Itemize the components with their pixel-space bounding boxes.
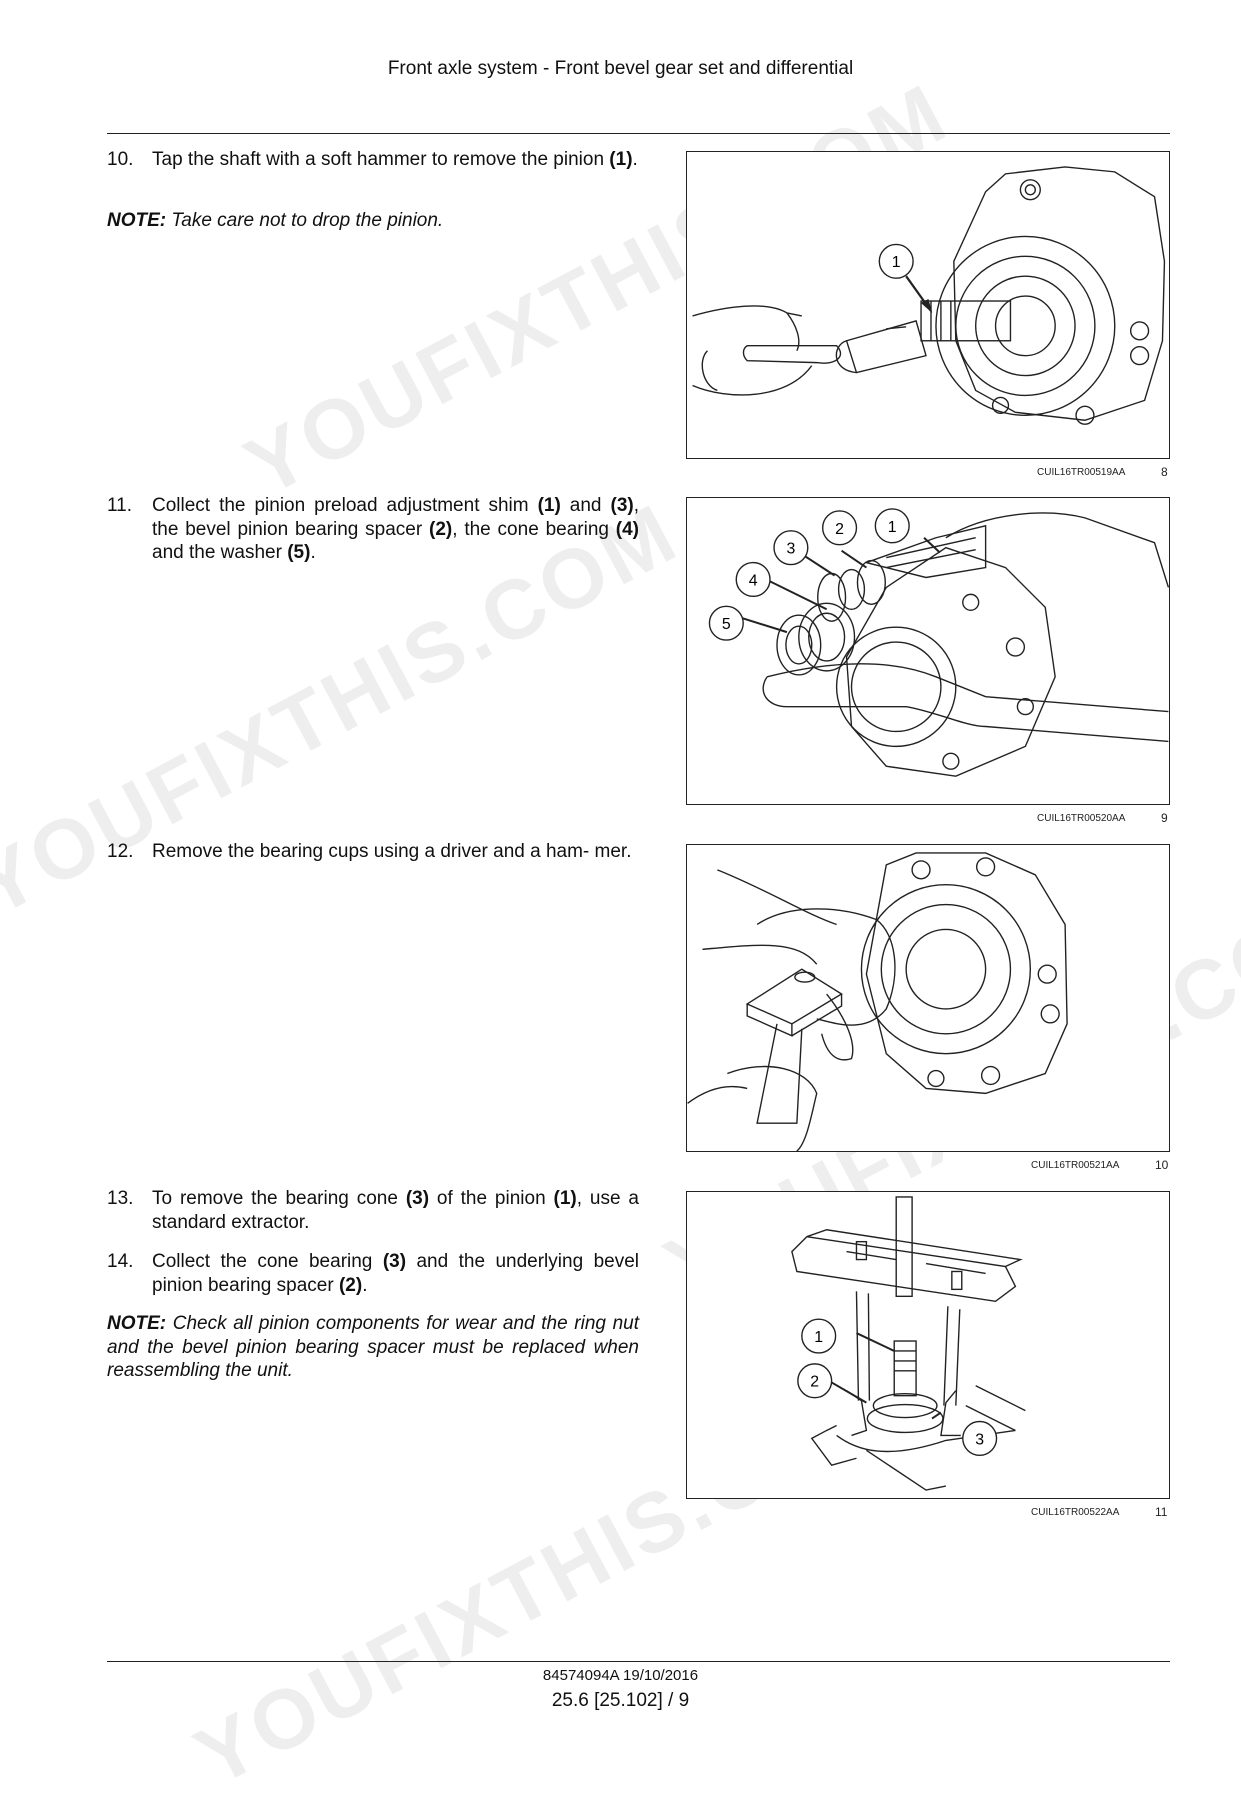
hammer-pinion-illustration: 1 (692, 166, 1166, 425)
callout-2: 2 (810, 1374, 819, 1391)
note-text: Check all pinion components for wear and… (107, 1313, 639, 1381)
extractor-illustration: 1 2 3 (791, 1196, 1026, 1491)
item-reference: (2) (429, 518, 453, 540)
step-11: 11. Collect the pinion preload adjustmen… (107, 494, 639, 565)
step-14: 14. Collect the cone bearing (3) and the… (107, 1250, 639, 1297)
item-reference: (1) (553, 1188, 577, 1209)
figure-code: CUIL16TR00520AA (1037, 813, 1126, 824)
callout-1: 1 (888, 519, 897, 536)
item-reference: (1) (609, 149, 633, 170)
step-text: To remove the bearing cone (3) of the pi… (152, 1188, 639, 1233)
document-reference: 84574094A 19/10/2016 (542, 1667, 699, 1684)
step-number: 13. (107, 1188, 134, 1209)
note-label: NOTE: (107, 210, 167, 231)
step-13: 13. To remove the bearing cone (3) of th… (107, 1187, 639, 1234)
figure-number: 8 (1161, 465, 1168, 479)
figure-code: CUIL16TR00521AA (1031, 1160, 1120, 1171)
step-number: 14. (107, 1251, 134, 1272)
callout-3: 3 (786, 541, 795, 558)
step-text: Tap the shaft with a soft hammer to remo… (152, 149, 638, 170)
pinion-components-illustration: 1 2 3 4 5 (708, 508, 1169, 777)
step-12: 12. Remove the bearing cups using a driv… (107, 840, 639, 864)
figure-number: 11 (1155, 1505, 1168, 1519)
figure-code: CUIL16TR00519AA (1037, 467, 1126, 478)
step-number: 12. (107, 841, 134, 862)
callout-1: 1 (892, 254, 901, 271)
callout-4: 4 (749, 572, 758, 589)
figure-number: 10 (1155, 1158, 1169, 1172)
figure-9-illustration: 1 2 3 4 5 (686, 497, 1170, 805)
page-title: Front axle system - Front bevel gear set… (387, 58, 854, 79)
item-reference: (5) (287, 542, 311, 563)
footer-divider (107, 1661, 1170, 1662)
item-reference: (2) (338, 1274, 363, 1296)
figure-11-illustration: 1 2 3 (686, 1191, 1170, 1499)
step-text: Collect the cone bearing (3) and the und… (152, 1251, 639, 1296)
item-reference: (3) (382, 1251, 407, 1272)
note-label: NOTE: (107, 1313, 167, 1334)
item-reference: (3) (610, 495, 634, 516)
note-text: Take care not to drop the pinion. (171, 210, 444, 231)
item-reference: (1) (537, 495, 561, 516)
step-10: 10. Tap the shaft with a soft hammer to … (107, 148, 639, 172)
callout-1: 1 (814, 1329, 823, 1346)
step-number: 11. (107, 495, 133, 516)
figure-code: CUIL16TR00522AA (1031, 1507, 1120, 1518)
note-drop-pinion: NOTE: Take care not to drop the pinion. (107, 209, 639, 233)
item-reference: (3) (405, 1188, 430, 1209)
step-text: Collect the pinion preload adjustment sh… (152, 495, 640, 563)
item-reference: (4) (615, 518, 639, 540)
callout-2: 2 (835, 521, 844, 538)
page-number: 25.6 [25.102] / 9 (551, 1690, 690, 1711)
figure-number: 9 (1161, 811, 1168, 825)
note-wear-check: NOTE: Check all pinion components for we… (107, 1312, 639, 1383)
step-text: Remove the bearing cups using a driver a… (152, 841, 632, 862)
step-number: 10. (107, 149, 134, 170)
figure-8-illustration: 1 (686, 151, 1170, 459)
figure-10-illustration (686, 844, 1170, 1152)
bearing-cup-removal-illustration (687, 852, 1068, 1151)
callout-3: 3 (975, 1431, 984, 1448)
header-divider (107, 133, 1170, 134)
callout-5: 5 (722, 616, 731, 633)
